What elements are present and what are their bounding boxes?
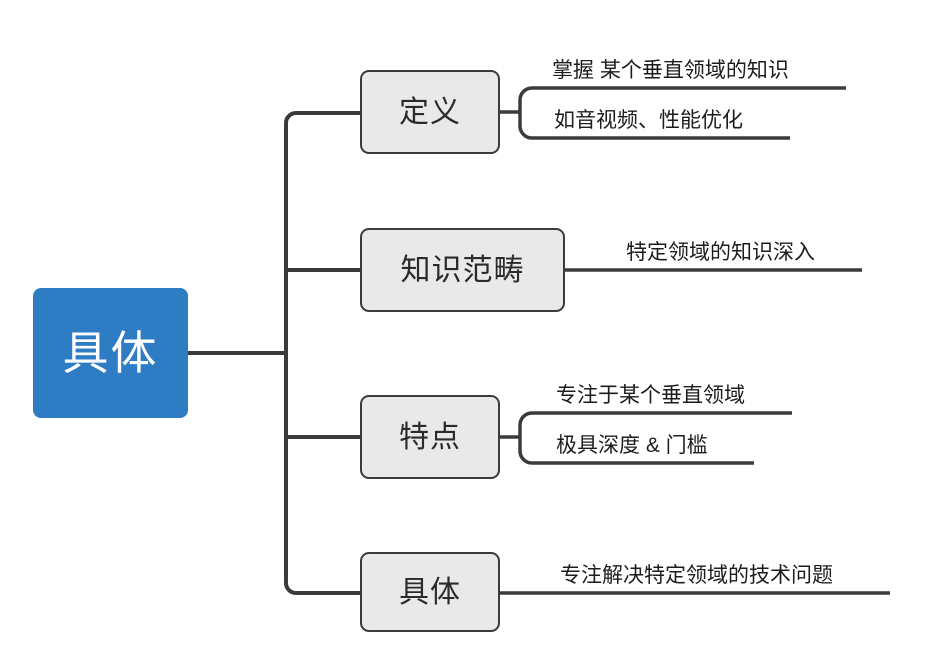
- leaf-concrete-1[interactable]: 专注解决特定领域的技术问题: [560, 563, 890, 595]
- branch-node-features-label: 特点: [399, 420, 461, 454]
- root-node-label: 具体: [62, 326, 159, 379]
- branch-node-knowledge-scope-label: 知识范畴: [400, 253, 525, 287]
- branch-node-concrete-label: 具体: [399, 575, 461, 609]
- branch-node-concrete[interactable]: 具体: [360, 552, 500, 632]
- leaf-definition-2[interactable]: 如音视频、性能优化: [554, 108, 790, 140]
- leaf-features-2[interactable]: 极具深度 & 门槛: [556, 433, 754, 465]
- leaf-features-1[interactable]: 专注于某个垂直领域: [556, 383, 792, 415]
- leaf-definition-1[interactable]: 掌握 某个垂直领域的知识: [552, 58, 846, 90]
- branch-node-definition[interactable]: 定义: [360, 70, 500, 154]
- main-trunk-bracket: [284, 111, 360, 595]
- root-node[interactable]: 具体: [33, 288, 188, 418]
- branch-node-features[interactable]: 特点: [360, 395, 500, 479]
- leaf-knowledge-scope-1[interactable]: 特定领域的知识深入: [626, 240, 862, 272]
- branch-node-definition-label: 定义: [399, 95, 461, 129]
- branch-node-knowledge-scope[interactable]: 知识范畴: [360, 228, 565, 312]
